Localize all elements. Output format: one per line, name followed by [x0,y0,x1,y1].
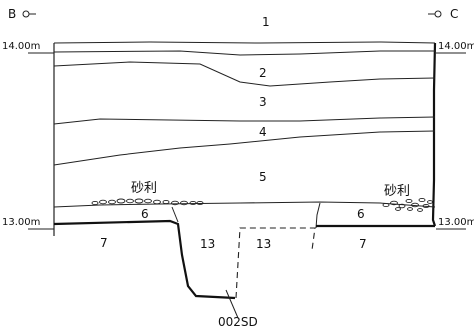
layer-5-6-boundary [53,201,436,208]
feature-leader-line [225,289,239,319]
layer-label-3: 3 [259,95,267,109]
gravel-label-left: 砂利 [131,181,157,196]
point-label-c: C [450,7,458,21]
elevation-label-bottom-left: 13.00m [2,217,40,228]
layer-label-7-left: 7 [100,236,108,250]
layer-label-1: 1 [262,15,270,29]
layer-label-2: 2 [259,66,267,80]
layer-6-right-boundary [315,202,321,229]
point-label-b: B [8,7,16,21]
layer-label-13-right: 13 [256,237,271,251]
elevation-label-top-left: 14.00m [2,41,40,52]
ground-surface-line [53,41,436,44]
layer-label-7-right: 7 [359,237,367,251]
elevation-label-top-right: 14.00m [438,41,474,52]
layer-label-13-pit: 13 [200,237,215,251]
gravel-label-right: 砂利 [384,184,410,199]
layer-label-6-left: 6 [141,207,149,221]
pit-002sd-dashed-edge [235,227,316,299]
layer-label-4: 4 [259,125,267,139]
pit-left-edge-inner [171,206,179,223]
elevation-label-bottom-right: 13.00m [438,217,474,228]
point-c-marker-icon [428,10,442,18]
gravel-left-pebbles [91,198,204,206]
point-b-marker-icon [22,10,36,18]
feature-label-002sd: 002SD [218,315,258,329]
layer-3-4-boundary [53,116,436,125]
right-wall-line [431,42,437,227]
layer-1-2-boundary [53,50,435,56]
layer-4-5-boundary [53,130,436,166]
layer-label-5: 5 [259,170,267,184]
gravel-right-pebbles [382,197,433,212]
layer-2-3-boundary [53,61,436,87]
layer-label-6-right: 6 [357,207,365,221]
pit-002sd-outline [53,219,236,300]
